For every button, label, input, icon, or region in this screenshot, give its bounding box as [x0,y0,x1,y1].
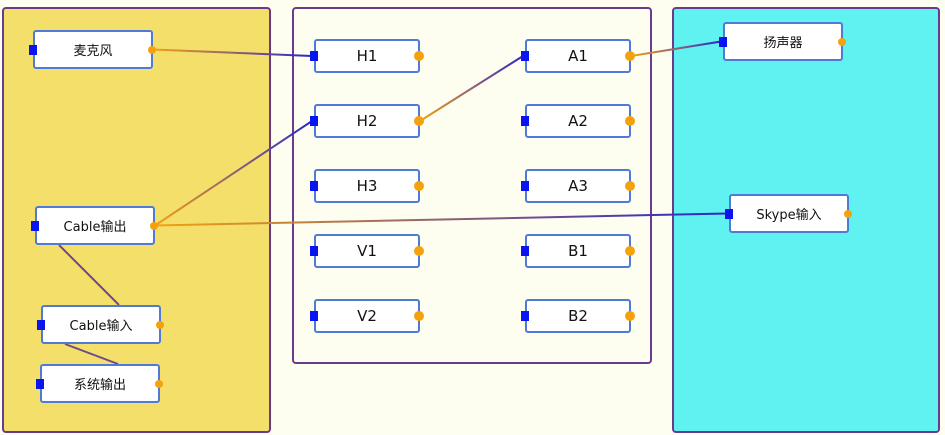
output-port[interactable] [414,311,424,321]
output-port[interactable] [414,51,424,61]
input-port[interactable] [310,116,318,126]
node-label: 系统输出 [73,378,126,393]
input-port[interactable] [310,246,318,256]
node-label: V1 [357,242,377,260]
node-system-output[interactable]: 系统输出 [36,364,163,403]
input-port[interactable] [521,246,529,256]
output-port[interactable] [844,209,852,218]
bus-b2[interactable]: B2 [521,299,635,333]
node-label: A2 [568,112,588,130]
node-label: H1 [356,47,378,65]
node-label: 麦克风 [73,44,113,59]
node-microphone[interactable]: 麦克风 [29,30,156,69]
node-label: Skype输入 [756,208,822,223]
bus-h2[interactable]: H2 [310,104,424,138]
bus-h1[interactable]: H1 [310,39,424,73]
input-port[interactable] [719,36,727,47]
input-port[interactable] [31,220,39,231]
node-cable-output[interactable]: Cable输出 [31,206,158,245]
output-port[interactable] [148,45,156,54]
bus-b1[interactable]: B1 [521,234,635,268]
node-label: B1 [568,242,588,260]
node-label: H2 [356,112,378,130]
output-port[interactable] [838,37,846,46]
output-port[interactable] [156,320,164,329]
input-port[interactable] [310,51,318,61]
bus-a2[interactable]: A2 [521,104,635,138]
node-cable-input[interactable]: Cable输入 [37,305,164,344]
output-port[interactable] [625,181,635,191]
input-port[interactable] [521,51,529,61]
input-port[interactable] [310,181,318,191]
node-label: A1 [568,47,588,65]
node-label: B2 [568,307,588,325]
bus-h3[interactable]: H3 [310,169,424,203]
bus-a1[interactable]: A1 [521,39,635,73]
input-port[interactable] [521,311,529,321]
input-port[interactable] [310,311,318,321]
output-port[interactable] [414,116,424,126]
input-port[interactable] [725,208,733,219]
input-port[interactable] [37,319,45,330]
node-label: 扬声器 [763,36,803,51]
output-port[interactable] [155,379,163,388]
output-port[interactable] [150,221,158,230]
node-label: Cable输入 [69,319,133,334]
node-speaker[interactable]: 扬声器 [719,22,846,61]
input-port[interactable] [29,44,37,55]
node-label: A3 [568,177,588,195]
bus-a3[interactable]: A3 [521,169,635,203]
node-label: Cable输出 [63,220,127,235]
output-port[interactable] [625,51,635,61]
node-skype-input[interactable]: Skype输入 [725,194,852,233]
input-port[interactable] [521,116,529,126]
node-label: H3 [356,177,378,195]
output-port[interactable] [625,116,635,126]
output-port[interactable] [625,246,635,256]
bus-v1[interactable]: V1 [310,234,424,268]
output-port[interactable] [414,246,424,256]
bus-v2[interactable]: V2 [310,299,424,333]
output-port[interactable] [625,311,635,321]
output-port[interactable] [414,181,424,191]
input-port[interactable] [521,181,529,191]
input-port[interactable] [36,378,44,389]
node-label: V2 [357,307,377,325]
